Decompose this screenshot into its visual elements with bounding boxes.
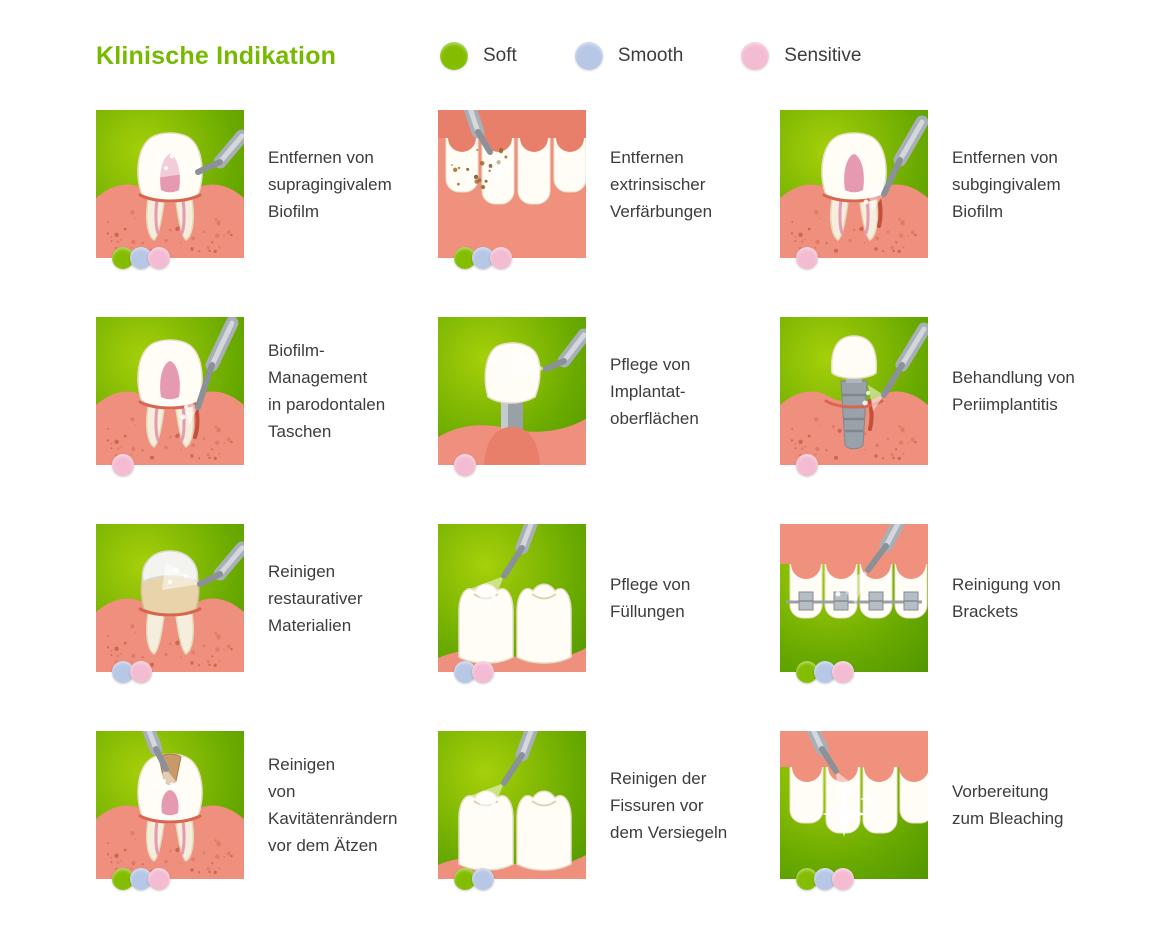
card-illustration (438, 110, 586, 269)
smooth-dot-icon (814, 661, 836, 683)
sensitive-dot-icon (832, 661, 854, 683)
card-periimplantitis: Behandlung von Periimplantitis (780, 317, 1122, 476)
powder-dots (796, 661, 854, 683)
soft-dot-icon (796, 661, 818, 683)
sensitive-dot-icon (741, 42, 770, 70)
powder-dots (796, 454, 818, 476)
indication-label: Entfernen von subgingivalem Biofilm (952, 147, 1061, 221)
illustration-fillings-icon (438, 524, 586, 672)
illustration-brackets-icon (780, 524, 928, 672)
indication-label: Entfernen von supragingivalem Biofilm (268, 147, 392, 221)
indication-label: Entfernen extrinsischer Verfärbungen (610, 147, 713, 221)
legend-item-sensitive: Sensitive (741, 42, 861, 70)
powder-dots (454, 661, 494, 683)
illustration-subgingival-biofilm-icon (780, 110, 928, 258)
soft-dot-icon (796, 868, 818, 890)
sensitive-dot-icon (796, 454, 818, 476)
sensitive-dot-icon (490, 247, 512, 269)
soft-dot-icon (112, 247, 134, 269)
smooth-dot-icon (130, 247, 152, 269)
smooth-dot-icon (454, 661, 476, 683)
legend-label-sensitive: Sensitive (784, 45, 862, 66)
legend-label-soft: Soft (483, 45, 517, 66)
sensitive-dot-icon (148, 868, 170, 890)
soft-dot-icon (454, 868, 476, 890)
card-illustration (780, 731, 928, 890)
card-supragingival-biofilm: Entfernen von supragingivalem Biofilm (96, 110, 438, 269)
card-illustration (780, 317, 928, 476)
sensitive-dot-icon (454, 454, 476, 476)
illustration-restorative-materials-icon (96, 524, 244, 672)
card-fissures: Reinigen der Fissuren vor dem Versiegeln (438, 731, 780, 890)
smooth-dot-icon (112, 661, 134, 683)
card-extrinsic-stains: Entfernen extrinsischer Verfärbungen (438, 110, 780, 269)
card-cavity-margins: Reinigen von Kavitätenrändern vor dem Ät… (96, 731, 438, 890)
illustration-cavity-margins-icon (96, 731, 244, 879)
card-subgingival-biofilm: Entfernen von subgingivalem Biofilm (780, 110, 1122, 269)
powder-dots (112, 661, 152, 683)
illustration-periimplantitis-icon (780, 317, 928, 465)
card-implant-surface: Pflege von Implantat- oberflächen (438, 317, 780, 476)
indication-label: Pflege von Füllungen (610, 575, 691, 621)
soft-dot-icon (440, 42, 468, 70)
illustration-supragingival-biofilm-icon (96, 110, 244, 258)
card-illustration (780, 524, 928, 683)
card-illustration (780, 110, 928, 269)
indication-label: Reinigung von Brackets (952, 575, 1061, 621)
powder-dots (796, 868, 854, 890)
card-periodontal-pocket: Biofilm- Management in parodontalen Tasc… (96, 317, 438, 476)
card-illustration (96, 731, 244, 890)
page-title: Klinische Indikation (96, 42, 337, 70)
legend: Soft Smooth Sensitive (440, 42, 861, 70)
powder-dots (454, 454, 476, 476)
powder-dots (112, 247, 170, 269)
smooth-dot-icon (130, 868, 152, 890)
powder-dots (454, 247, 512, 269)
card-illustration (438, 317, 586, 476)
smooth-dot-icon (574, 42, 603, 70)
soft-dot-icon (112, 868, 134, 890)
powder-dots (112, 868, 170, 890)
smooth-dot-icon (472, 247, 494, 269)
card-illustration (96, 524, 244, 683)
illustration-extrinsic-stains-icon (438, 110, 586, 258)
smooth-dot-icon (814, 868, 836, 890)
legend-label-smooth: Smooth (617, 45, 684, 66)
indication-label: Biofilm- Management in parodontalen Tasc… (268, 341, 386, 441)
indication-label: Behandlung von Periimplantitis (952, 368, 1075, 414)
indication-label: Reinigen der Fissuren vor dem Versiegeln (610, 768, 728, 842)
illustration-fissures-icon (438, 731, 586, 879)
legend-item-smooth: Smooth (574, 42, 684, 70)
powder-dots (796, 247, 818, 269)
soft-dot-icon (454, 247, 476, 269)
indication-label: Pflege von Implantat- oberflächen (610, 354, 699, 428)
illustration-implant-surface-icon (438, 317, 586, 465)
card-brackets: Reinigung von Brackets (780, 524, 1122, 683)
card-restorative-materials: Reinigen restaurativer Materialien (96, 524, 438, 683)
indication-label: Reinigen von Kavitätenrändern vor dem Ät… (268, 755, 398, 855)
illustration-periodontal-pocket-icon (96, 317, 244, 465)
sensitive-dot-icon (796, 247, 818, 269)
card-illustration (438, 524, 586, 683)
sensitive-dot-icon (832, 868, 854, 890)
sensitive-dot-icon (472, 661, 494, 683)
illustration-bleaching-icon (780, 731, 928, 879)
indication-label: Reinigen restaurativer Materialien (268, 561, 363, 635)
indication-grid: Entfernen von supragingivalem Biofilm En… (96, 110, 1122, 938)
card-illustration (96, 317, 244, 476)
card-fillings: Pflege von Füllungen (438, 524, 780, 683)
card-bleaching: Vorbereitung zum Bleaching (780, 731, 1122, 890)
smooth-dot-icon (472, 868, 494, 890)
legend-item-soft: Soft (440, 42, 517, 70)
indication-label: Vorbereitung zum Bleaching (952, 782, 1064, 828)
powder-dots (112, 454, 134, 476)
card-illustration (438, 731, 586, 890)
sensitive-dot-icon (130, 661, 152, 683)
powder-dots (454, 868, 494, 890)
sensitive-dot-icon (148, 247, 170, 269)
sensitive-dot-icon (112, 454, 134, 476)
card-illustration (96, 110, 244, 269)
